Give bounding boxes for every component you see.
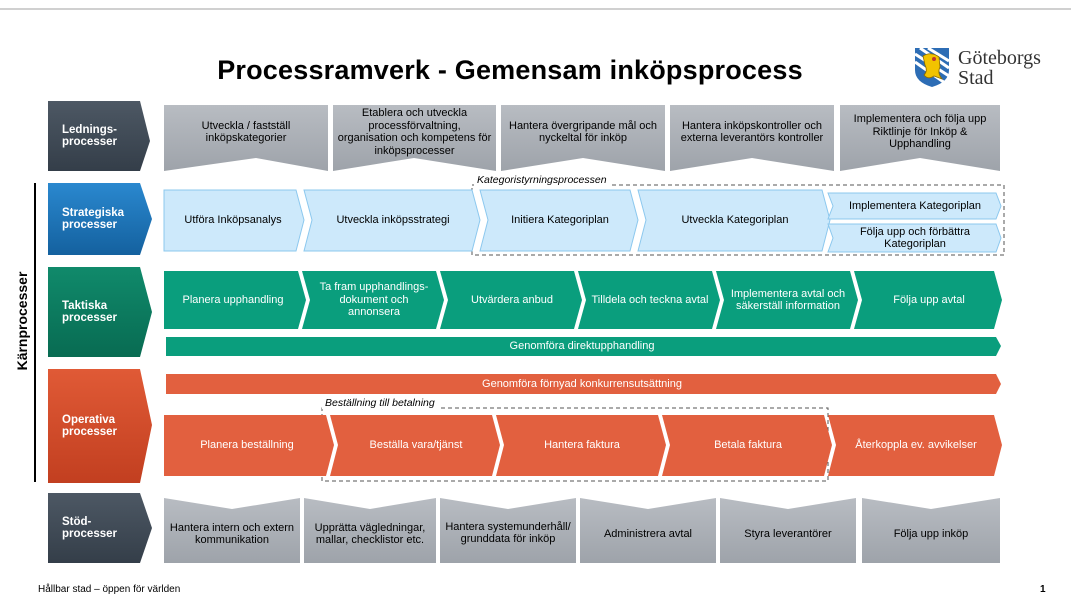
logo-text-line2: Stad [958,67,994,89]
header-stod-label: Stöd- processer [62,515,117,541]
fornyad-konkurrens-label: Genomföra förnyad konkurrensutsättning [482,377,682,390]
strategisk-chevron-6 [827,223,1002,253]
operativ-item-label: Beställa vara/tjänst [369,439,463,452]
goteborg-lion-crest-icon [914,46,950,87]
stod-item-label: Hantera systemunderhåll/ grunddata för i… [445,520,571,546]
header-stod [48,493,152,563]
taktisk-chevron-6 [854,271,1002,329]
page-title: Processramverk - Gemensam inköpsprocess [217,55,803,85]
stod-item-label: Styra leverantörer [744,527,832,540]
footer-tagline: Hållbar stad – öppen för världen [38,584,181,595]
operativ-chevron-1 [164,415,334,476]
strategisk-chevron-1 [163,189,305,252]
direktupphandling-label: Genomföra direktupphandling [509,340,655,353]
stod-item-label: Upprätta vägledningar, mallar, checklist… [314,521,426,547]
operativ-chevron-4 [662,415,832,476]
strategisk-item-label: Utföra Inköpsanalys [184,214,282,227]
karnprocesser-label: Kärnprocesser [14,271,30,371]
operativ-item-label: Betala faktura [714,439,782,452]
karnprocesser-bracket [34,183,36,482]
stod-box-2 [304,498,436,563]
kategoristyrning-label: Kategoristyrningsprocessen [474,174,610,186]
stod-box-1 [164,498,300,563]
ledning-box-5 [840,105,1000,171]
strategisk-chevron-4 [637,189,831,252]
direktupphandling-bar [166,337,1001,356]
strategisk-item-label: Implementera Kategoriplan [848,199,982,212]
strategisk-chevron-2 [303,189,481,252]
operativ-chevron-3 [496,415,666,476]
strategisk-chevron-5 [827,192,1002,220]
strategisk-item-label: Initiera Kategoriplan [511,214,609,227]
ledning-box-1 [164,105,328,171]
taktisk-item-label: Tilldela och teckna avtal [591,293,709,306]
stod-box-3 [440,498,576,563]
logo-text-line1: Göteborgs [958,47,1041,69]
top-divider [0,8,1071,10]
ledning-item-label: Hantera övergripande mål och nyckeltal f… [509,119,657,145]
ledning-box-3 [501,105,665,171]
stod-item-label: Hantera intern och extern kommunikation [169,521,295,547]
taktisk-chevron-1 [164,271,306,329]
strategisk-item-label: Utveckla inköpsstrategi [336,214,450,227]
ledning-item-label: Etablera och utveckla processförvaltning… [337,107,492,157]
operativ-chevron-2 [330,415,500,476]
strategisk-item-label: Utveckla Kategoriplan [681,214,789,227]
header-operativa-label: Operativa processer [62,413,117,439]
page-number: 1 [1040,584,1046,595]
header-strategiska [48,183,152,255]
taktisk-chevron-3 [440,271,582,329]
header-ledning-label: Lednings- processer [62,123,117,149]
taktisk-item-label: Planera upphandling [182,293,284,306]
operativ-item-label: Planera beställning [200,439,294,452]
ledning-item-label: Implementera och följa upp Riktlinje för… [853,113,987,151]
ledning-item-label: Hantera inköpskontroller och externa lev… [680,119,824,145]
operativ-item-label: Hantera faktura [544,439,620,452]
taktisk-chevron-4 [578,271,720,329]
header-strategiska-label: Strategiska processer [62,206,125,232]
taktisk-item-label: Ta fram upphandlings-dokument och annons… [319,281,429,319]
bestallning-group-label: Beställning till betalning [322,397,438,409]
taktisk-item-label: Implementera avtal och säkerställ inform… [730,287,846,313]
ledning-box-4 [670,105,834,171]
stod-box-6 [862,498,1000,563]
header-taktiska [48,267,152,357]
taktisk-item-label: Följa upp avtal [893,293,965,306]
taktisk-chevron-5 [716,271,858,329]
stod-box-5 [720,498,856,563]
taktisk-chevron-2 [302,271,444,329]
header-taktiska-label: Taktiska processer [62,299,117,325]
stod-box-4 [580,498,716,563]
strategisk-chevron-3 [479,189,639,252]
header-operativa [48,369,152,483]
stod-item-label: Administrera avtal [603,527,693,540]
operativ-chevron-5 [828,415,1002,476]
strategisk-item-label: Följa upp och förbättra Kategoriplan [859,225,971,251]
operativ-item-label: Återkoppla ev. avvikelser [855,439,977,452]
fornyad-konkurrens-bar [166,374,1001,394]
taktisk-item-label: Utvärdera anbud [471,293,553,306]
stod-item-label: Följa upp inköp [893,527,969,540]
header-ledningsprocesser [48,101,150,171]
ledning-box-2 [333,105,496,171]
ledning-item-label: Utveckla / fastställ inköpskategorier [201,119,291,145]
